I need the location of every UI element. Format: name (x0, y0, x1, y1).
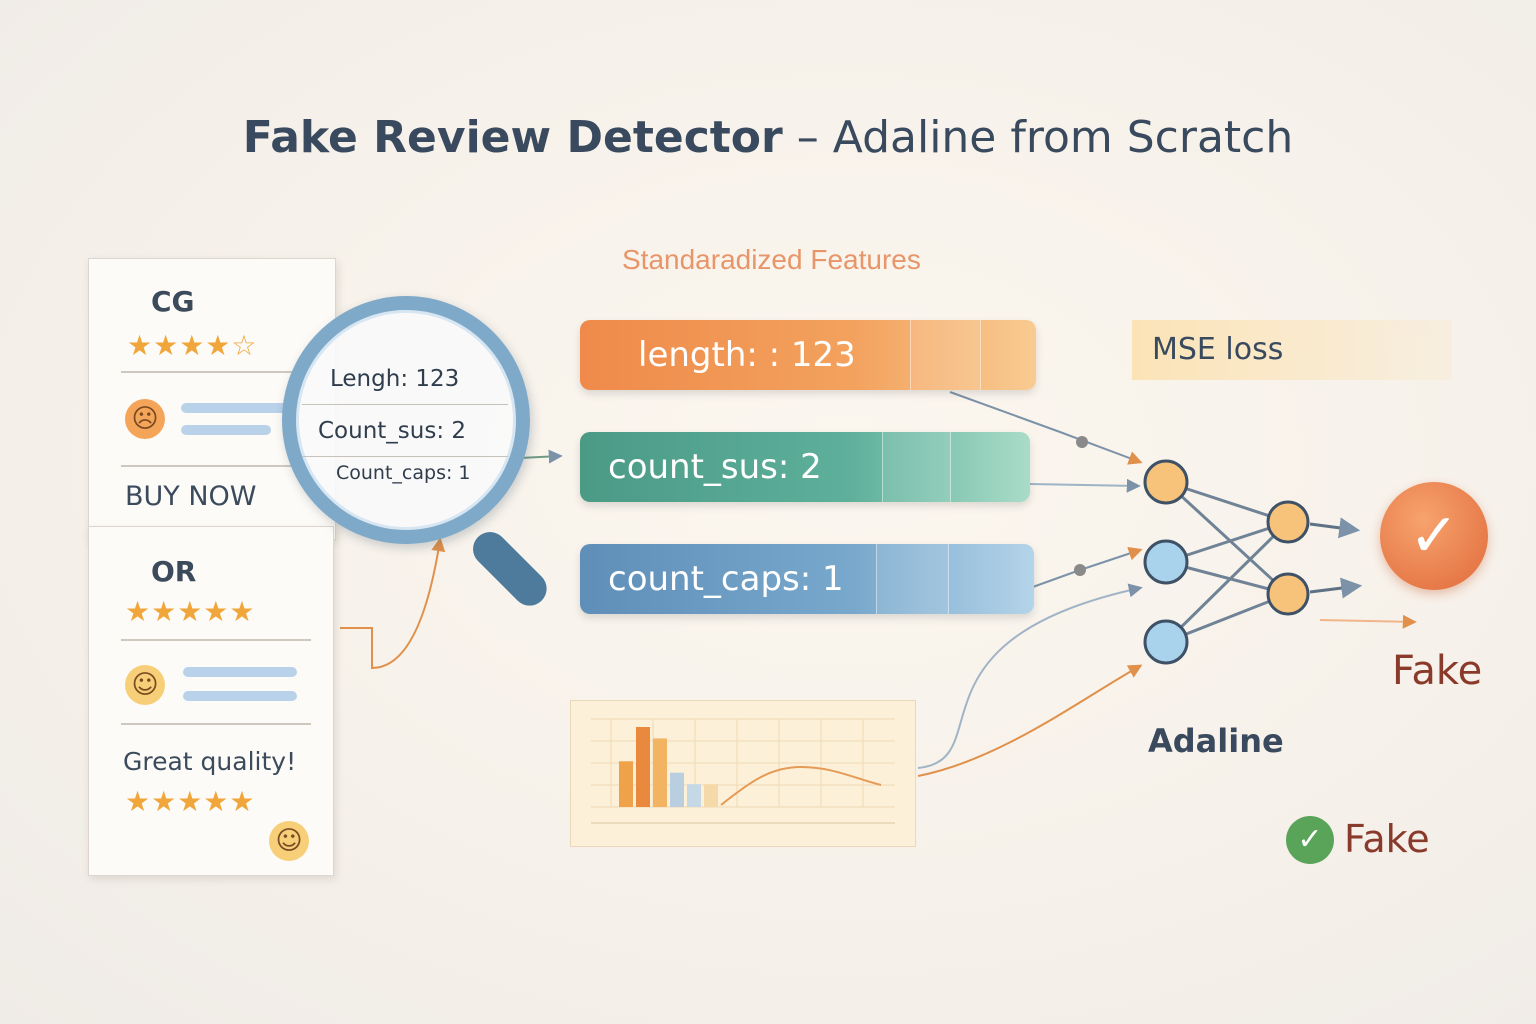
feature-bar-length: length: : 123 (580, 320, 1036, 390)
happy-face-icon: ☺ (269, 821, 309, 861)
review-text: Great quality! (123, 747, 297, 776)
feature-label: count_caps: 1 (608, 559, 844, 599)
trend-line (720, 765, 882, 806)
chart-bar (619, 761, 633, 807)
card-divider (121, 639, 311, 641)
review-card-name: CG (151, 285, 195, 318)
bar-segment (980, 320, 1036, 390)
card-divider (121, 723, 311, 725)
sad-face-icon: ☹ (125, 399, 165, 439)
chart-bar (636, 727, 650, 807)
magnifier-count-sus: Count_sus: 2 (318, 418, 467, 444)
training-chart (570, 700, 916, 847)
feature-bar-count-caps: count_caps: 1 (580, 544, 1034, 614)
text-line (183, 667, 297, 677)
features-title: Standaradized Features (622, 244, 921, 275)
star-rating: ★★★★☆ (127, 329, 258, 362)
text-line (183, 691, 297, 701)
feature-bar-count-sus: count_sus: 2 (580, 432, 1030, 502)
bar-segment (948, 544, 1034, 614)
lens-divider (302, 456, 508, 457)
mse-loss-box: MSE loss (1132, 320, 1452, 380)
page-title: Fake Review Detector–Adaline from Scratc… (0, 112, 1536, 163)
title-separator: – (796, 112, 819, 163)
text-line (181, 425, 271, 435)
bar-segment (876, 544, 949, 614)
happy-face-icon: ☺ (125, 665, 165, 705)
feature-label: length: : 123 (638, 335, 856, 375)
chart-bar (653, 738, 667, 807)
review-card-name: OR (151, 555, 197, 588)
title-sub: Adaline from Scratch (832, 112, 1294, 163)
model-label: Adaline (1148, 722, 1284, 760)
review-card-or: OR ★★★★★ ☺ Great quality! ★★★★★ ☺ (88, 526, 334, 876)
review-text: BUY NOW (125, 481, 257, 512)
magnifier-lens-icon: Lengh: 123 Count_sus: 2 Count_caps: 1 (282, 296, 530, 544)
feature-label: count_sus: 2 (608, 447, 822, 487)
bar-segment (950, 432, 1030, 502)
chart-svg (591, 718, 895, 824)
magnifier-length: Lengh: 123 (330, 366, 460, 392)
output-badge-checkmark-icon: ✓ (1380, 482, 1488, 590)
mse-loss-label: MSE loss (1152, 332, 1284, 367)
chart-bar (687, 784, 701, 807)
green-check-icon: ✓ (1286, 816, 1334, 864)
chart-bar (704, 784, 718, 807)
chart-bar (670, 772, 684, 807)
bar-segment (910, 320, 981, 390)
magnifier-count-caps: Count_caps: 1 (336, 462, 471, 484)
title-main: Fake Review Detector (242, 112, 783, 163)
card-divider (121, 371, 311, 373)
star-rating: ★★★★★ (125, 595, 256, 628)
card-divider (121, 465, 311, 467)
text-line (181, 403, 291, 413)
output-label: Fake (1392, 648, 1483, 694)
star-rating: ★★★★★ (125, 785, 256, 818)
bar-segment (882, 432, 951, 502)
result-label: Fake (1344, 817, 1430, 861)
lens-divider (302, 404, 508, 405)
